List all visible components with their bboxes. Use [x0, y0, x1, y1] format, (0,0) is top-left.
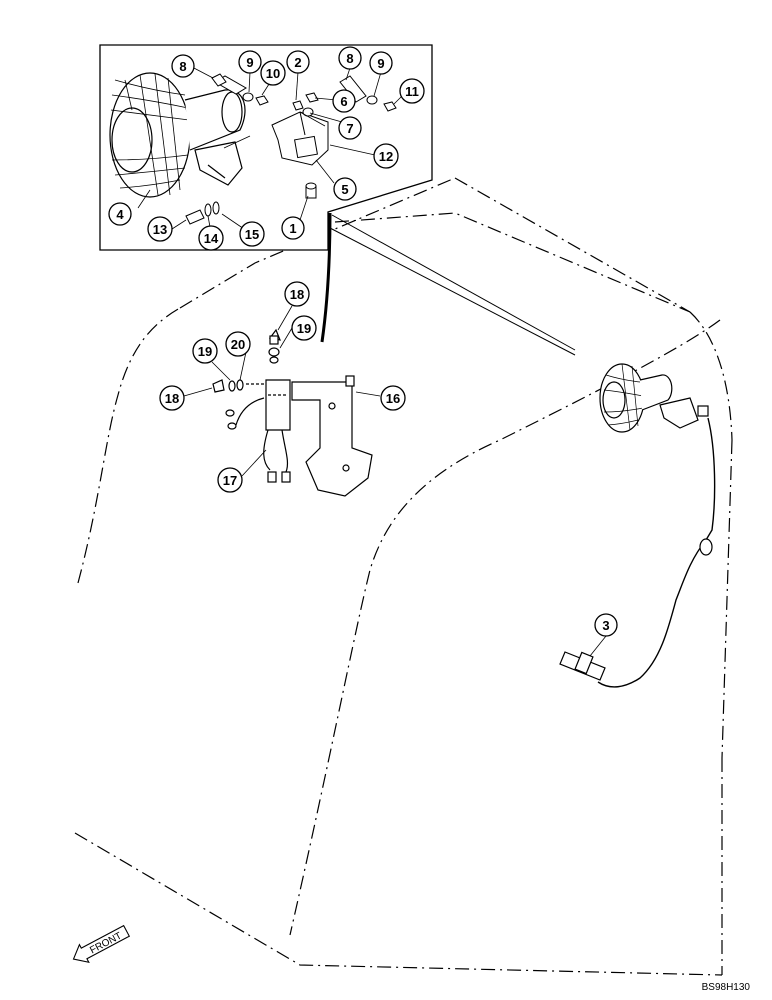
cable-grommet: [699, 538, 713, 556]
callout-9-left: 9: [238, 50, 262, 74]
cab-right-corner: [689, 311, 733, 441]
cab-roof-top-edge: [454, 177, 691, 313]
svg-text:2: 2: [294, 55, 301, 70]
bracket-callout-leaders: [183, 305, 381, 477]
cab-right-edge: [721, 439, 733, 759]
svg-text:8: 8: [346, 51, 353, 66]
svg-text:1: 1: [289, 221, 296, 236]
inset-hardware: [185, 73, 397, 225]
svg-text:5: 5: [341, 182, 348, 197]
mount-bracket-drawing: [212, 328, 373, 497]
svg-text:3: 3: [602, 618, 609, 633]
callout-3: 3: [594, 613, 618, 637]
callout-16: 16: [380, 385, 406, 411]
callout-13: 13: [147, 216, 173, 242]
callout-14: 14: [198, 225, 224, 251]
svg-text:9: 9: [377, 56, 384, 71]
callout-19-left: 19: [192, 338, 218, 364]
cab-outline: [74, 177, 733, 976]
svg-text:16: 16: [386, 391, 400, 406]
svg-text:8: 8: [179, 59, 186, 74]
cable-light-to-connector: [597, 417, 716, 688]
front-arrow-shape: [72, 924, 131, 964]
cab-bottom-edge: [74, 832, 723, 976]
svg-text:14: 14: [204, 231, 219, 246]
connector-drawing: [559, 635, 607, 681]
svg-text:7: 7: [346, 121, 353, 136]
callout-6: 6: [332, 89, 356, 113]
cab-left-edge: [77, 307, 181, 584]
callout-9-right: 9: [369, 51, 393, 75]
callouts: 8 9 10 2 8 9 6 11 7 12 5 4 13 14 15 1 18…: [108, 46, 618, 637]
cab-roof-inner-line: [334, 212, 691, 313]
callout-18-top: 18: [284, 281, 310, 307]
svg-text:11: 11: [405, 84, 419, 99]
callout-19-right: 19: [291, 315, 317, 341]
callout-18-left: 18: [159, 385, 185, 411]
svg-text:12: 12: [379, 149, 393, 164]
callout-8-left: 8: [171, 54, 195, 78]
work-light-on-cab-drawing: [599, 363, 709, 433]
front-arrow: FRONT: [72, 924, 131, 964]
figure-code: BS98H130: [702, 982, 751, 993]
svg-text:19: 19: [297, 321, 311, 336]
callout-20: 20: [225, 331, 251, 357]
svg-text:6: 6: [340, 94, 347, 109]
callout-17: 17: [217, 467, 243, 493]
callout-11: 11: [399, 78, 425, 104]
svg-text:19: 19: [198, 344, 212, 359]
callout-8-right: 8: [338, 46, 362, 70]
svg-text:17: 17: [223, 473, 237, 488]
callout-1: 1: [281, 216, 305, 240]
svg-text:13: 13: [153, 222, 167, 237]
work-light-inset-drawing: [109, 72, 246, 198]
svg-text:18: 18: [165, 391, 179, 406]
svg-text:4: 4: [116, 207, 124, 222]
cable-inset-to-bracket: [320, 212, 332, 343]
callout-4: 4: [108, 202, 132, 226]
inset-leader-lines: [329, 214, 576, 356]
svg-text:15: 15: [245, 227, 259, 242]
svg-text:18: 18: [290, 287, 304, 302]
svg-text:20: 20: [231, 337, 245, 352]
svg-text:9: 9: [246, 55, 253, 70]
callout-7: 7: [338, 116, 362, 140]
callout-5: 5: [333, 177, 357, 201]
callout-12: 12: [373, 143, 399, 169]
cab-roof-front-edge: [179, 177, 456, 309]
callout-2: 2: [286, 50, 310, 74]
cab-door-edge: [289, 319, 721, 936]
svg-text:10: 10: [266, 66, 280, 81]
callout-15: 15: [239, 221, 265, 247]
callout-10: 10: [260, 60, 286, 86]
